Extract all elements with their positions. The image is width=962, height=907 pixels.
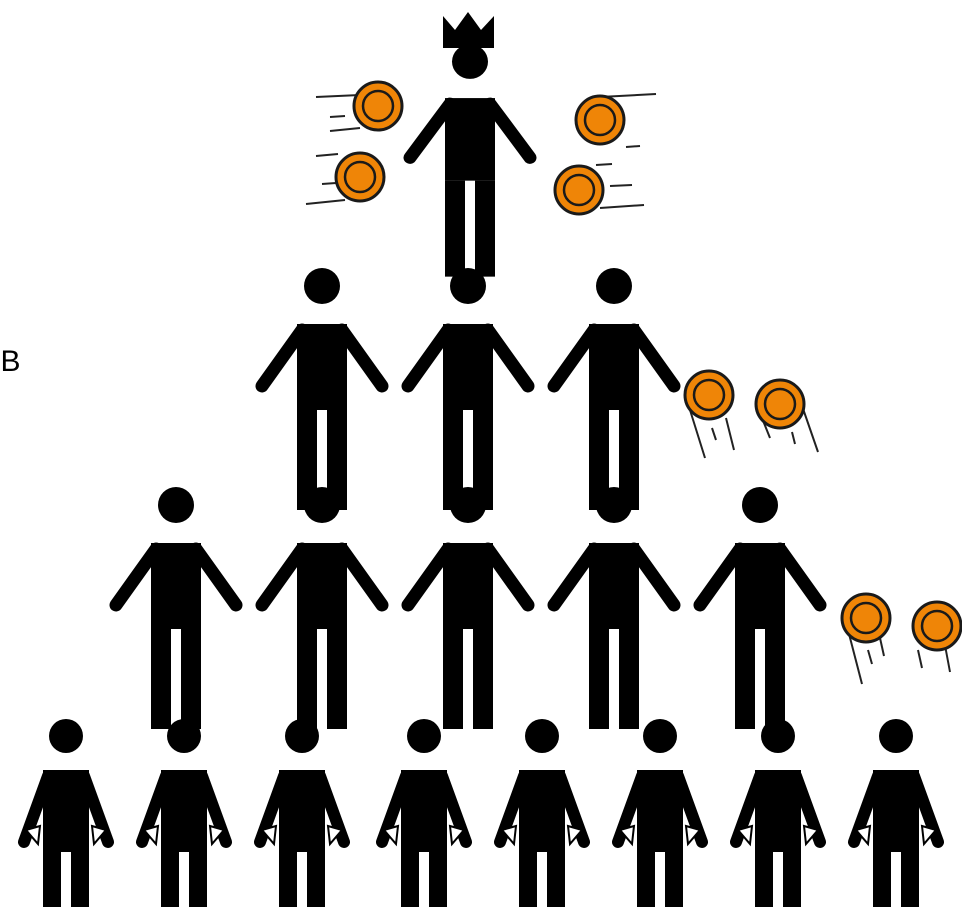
person-icon [116,487,236,729]
person-icon [408,268,528,510]
clipped-caption: КОВ [0,345,21,378]
person-icon [262,487,382,729]
person-icon [408,487,528,729]
person-icon [554,487,674,729]
motion-lines [305,93,657,209]
coin-icon [553,164,605,216]
person-icon [500,719,584,907]
person-icon [618,719,702,907]
tier-2-figures [116,487,820,729]
tier-1-figures [262,268,674,510]
falling-coins-tier-1 [683,369,819,459]
coin-icon [574,94,626,146]
coin-icon [911,600,962,652]
person-icon [736,719,820,907]
person-icon [554,268,674,510]
person-icon [142,719,226,907]
king-figure [410,12,530,277]
person-icon [700,487,820,729]
falling-coins-tier-2 [840,592,962,685]
crown-icon [443,12,494,48]
bottom-tier-figures [24,719,938,907]
coin-icon [334,151,386,203]
coin-icon [754,378,806,430]
coin-icon [352,80,404,132]
coin-icon [840,592,892,644]
person-icon [262,268,382,510]
person-icon [854,719,938,907]
coin-icon [683,369,735,421]
person-icon [24,719,108,907]
person-icon [260,719,344,907]
flying-coins-top [305,80,657,216]
person-icon [382,719,466,907]
